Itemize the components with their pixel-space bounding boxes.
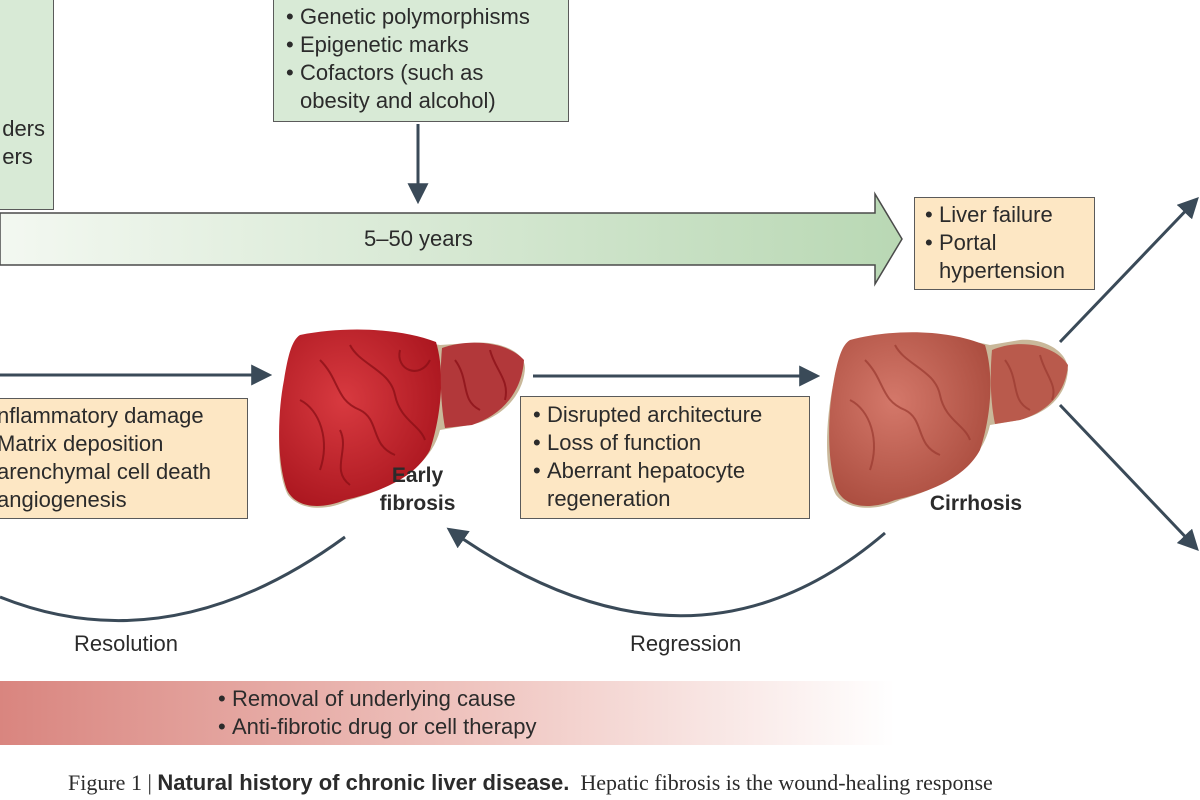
caption-text: Hepatic fibrosis is the wound-healing re… [569,770,993,795]
progression-box: •Disrupted architecture •Loss of functio… [520,396,810,519]
timeline-arrow [0,191,903,287]
bullet-icon: • [533,402,541,427]
risk-factors-box: ders ers [0,0,54,210]
progression-item-continuation: regeneration [547,486,671,511]
genetic-item-continuation: obesity and alcohol) [300,88,496,113]
therapy-item: •Anti-fibrotic drug or cell therapy [218,714,537,739]
bullet-icon: • [533,458,541,483]
complication-item: •Liver failure [925,202,1053,227]
bullet-icon: • [533,430,541,455]
cirrhosis-liver-image [827,332,1068,508]
caption-title: Natural history of chronic liver disease… [157,770,570,795]
regression-label: Regression [630,631,742,656]
complications-box: •Liver failure •Portal hypertension [914,197,1095,290]
genetic-item: •Epigenetic marks [286,32,469,57]
bullet-icon: • [286,60,294,85]
bullet-icon: • [218,714,226,739]
complication-item: •Portal [925,230,997,255]
progression-item: •Disrupted architecture [533,402,763,427]
genetic-item: •Genetic polymorphisms [286,4,530,29]
resolution-arc [0,535,346,623]
injury-box: nflammatory damage Matrix deposition are… [0,398,248,519]
cirrhosis-label: Cirrhosis [929,492,1023,515]
arrow-down-right [1058,403,1199,552]
injury-item: angiogenesis [0,487,127,512]
risk-factors-line: ers [2,144,33,169]
injury-item: arenchymal cell death [0,459,212,484]
genetic-factors-box: •Genetic polymorphisms •Epigenetic marks… [273,0,569,122]
resolution-label: Resolution [74,631,178,656]
risk-factors-line: ders [2,116,45,141]
therapy-bar-background [0,681,895,745]
figure-caption: Figure 1 | Natural history of chronic li… [68,770,993,795]
progression-item: •Loss of function [533,430,702,455]
bullet-icon: • [286,32,294,57]
genetic-item: •Cofactors (such as [286,60,484,85]
regression-arc [446,527,886,618]
early-fibrosis-liver-image [279,329,525,508]
injury-item: nflammatory damage [0,403,204,428]
bullet-icon: • [925,230,933,255]
timeline-label: 5–50 years [364,226,473,251]
arrow-up-right [1058,196,1199,344]
bullet-icon: • [925,202,933,227]
therapy-item: •Removal of underlying cause [218,686,516,711]
early-fibrosis-label: Early fibrosis [379,464,456,515]
injury-item: Matrix deposition [0,431,164,456]
progression-item: •Aberrant hepatocyte [533,458,746,483]
bullet-icon: • [286,4,294,29]
therapy-list: •Removal of underlying cause •Anti-fibro… [218,685,536,741]
complication-item-continuation: hypertension [939,258,1065,283]
bullet-icon: • [218,686,226,711]
